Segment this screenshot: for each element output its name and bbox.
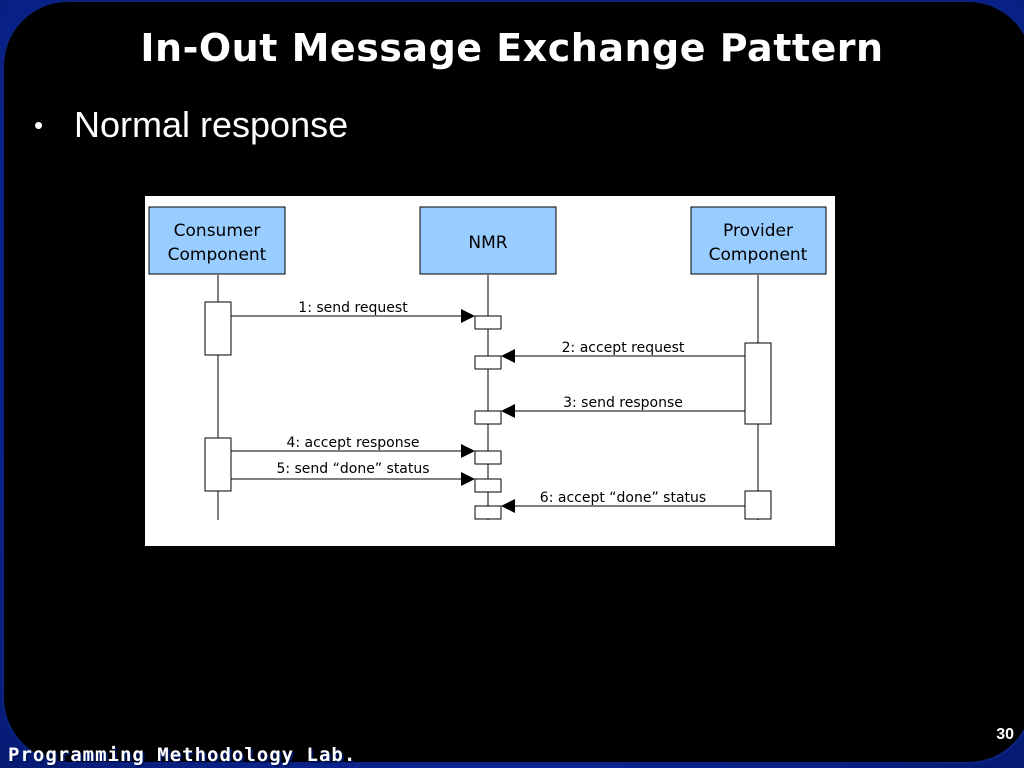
activation-nmr-2 bbox=[474, 355, 502, 370]
activation-consumer-2 bbox=[204, 437, 232, 492]
footer-lab-name: Programming Methodology Lab. bbox=[8, 744, 357, 766]
slide-title: In-Out Message Exchange Pattern bbox=[140, 26, 884, 70]
participant-provider-line2: Component bbox=[709, 245, 808, 265]
participant-consumer-line1: Consumer bbox=[174, 221, 261, 241]
message-2-label: 2: accept request bbox=[562, 340, 685, 356]
message-4-label: 4: accept response bbox=[286, 435, 419, 451]
message-6: 6: accept “done” status bbox=[501, 490, 745, 513]
activation-consumer-1 bbox=[204, 301, 232, 356]
message-2: 2: accept request bbox=[501, 340, 745, 363]
participant-consumer: Consumer Component bbox=[148, 206, 286, 275]
sequence-diagram: Consumer Component NMR Provider Componen… bbox=[145, 196, 835, 546]
participant-provider-line1: Provider bbox=[723, 221, 793, 241]
activation-nmr-3 bbox=[474, 410, 502, 425]
bullet-item: • Normal response bbox=[34, 104, 348, 146]
message-3-label: 3: send response bbox=[563, 395, 683, 411]
bullet-text: Normal response bbox=[74, 104, 349, 145]
message-3: 3: send response bbox=[501, 395, 745, 418]
message-5-label: 5: send “done” status bbox=[276, 461, 429, 477]
message-6-label: 6: accept “done” status bbox=[540, 490, 706, 506]
participant-nmr: NMR bbox=[419, 206, 557, 275]
activation-provider-1 bbox=[744, 342, 772, 425]
participant-nmr-label: NMR bbox=[468, 233, 507, 253]
page-number: 30 bbox=[996, 726, 1014, 743]
activation-nmr-5 bbox=[474, 478, 502, 493]
message-1-label: 1: send request bbox=[298, 300, 408, 316]
activation-nmr-6 bbox=[474, 505, 502, 520]
message-5: 5: send “done” status bbox=[231, 461, 475, 486]
activation-nmr-1 bbox=[474, 315, 502, 330]
participant-provider: Provider Component bbox=[690, 206, 827, 275]
message-1: 1: send request bbox=[231, 300, 475, 323]
activation-nmr-4 bbox=[474, 450, 502, 465]
activation-provider-2 bbox=[744, 490, 772, 520]
message-4: 4: accept response bbox=[231, 435, 475, 458]
participant-consumer-line2: Component bbox=[168, 245, 267, 265]
bullet-dot-icon: • bbox=[34, 109, 44, 140]
